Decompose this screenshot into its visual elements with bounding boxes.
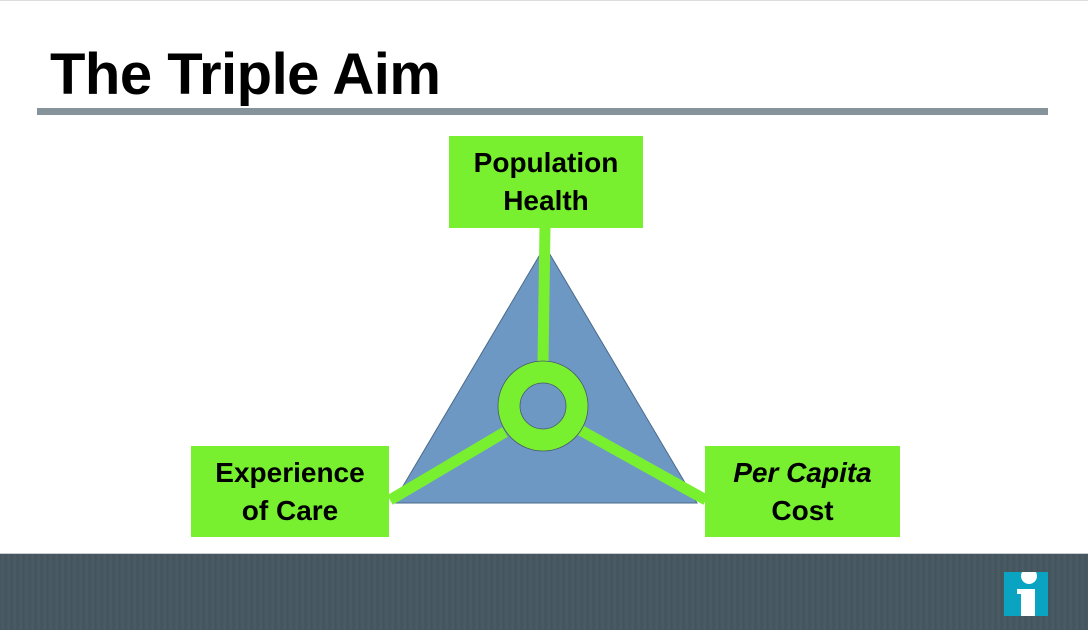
title-underline-rule <box>37 108 1048 115</box>
footer-bar <box>0 553 1088 630</box>
node-label-line1: Population <box>473 147 619 178</box>
node-label-line2: Health <box>503 185 589 216</box>
node-label-line2: of Care <box>241 494 339 526</box>
node-experience-of-care: Experience of Care <box>191 446 389 537</box>
node-label-line1: Experience <box>215 456 365 488</box>
center-ring-outer-edge <box>497 360 589 452</box>
info-logo-icon <box>1004 568 1048 616</box>
node-population-health: Population Health <box>449 136 643 228</box>
top-border <box>0 0 1088 1</box>
connector-top <box>537 225 551 363</box>
slide-title: The Triple Aim <box>50 42 441 107</box>
node-label-line2: Cost <box>771 494 834 526</box>
connector-right <box>577 425 709 505</box>
center-ring <box>498 361 588 451</box>
center-ring-inner-edge <box>519 382 567 430</box>
connector-left <box>387 427 508 505</box>
node-per-capita-cost: Per Capita Cost <box>705 446 900 537</box>
node-label-line1: Per Capita <box>733 456 872 488</box>
